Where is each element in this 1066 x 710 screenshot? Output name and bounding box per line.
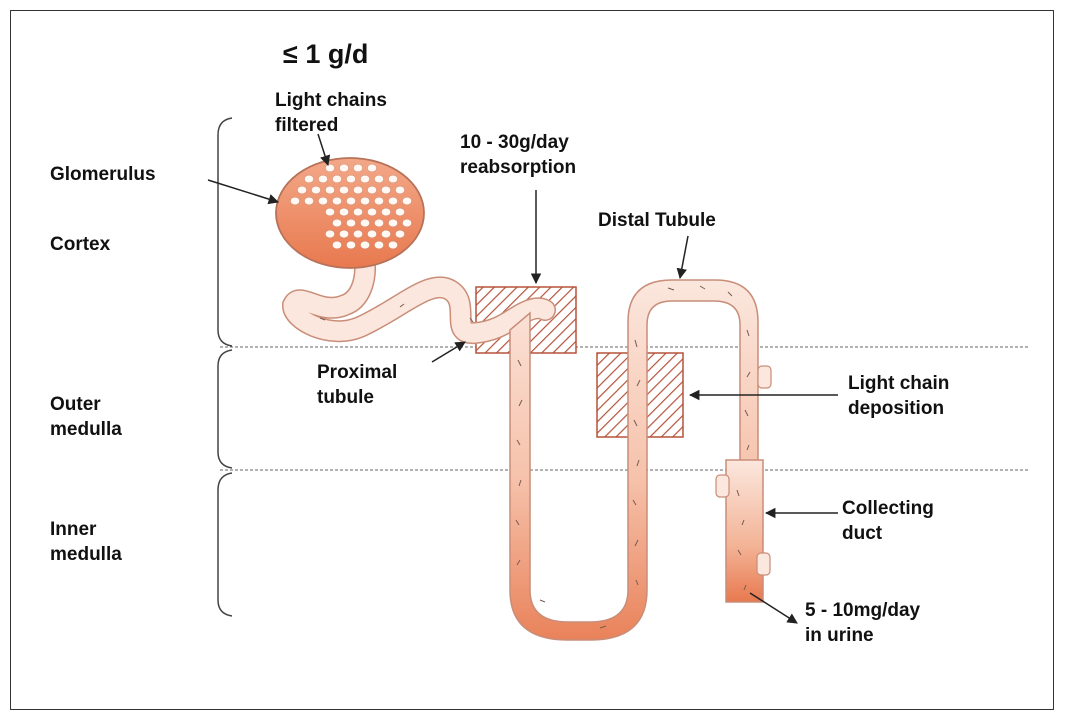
light-chains-filtered-label: Light chains filtered (275, 88, 387, 138)
glomerulus-pore (325, 230, 334, 238)
collecting-duct (726, 460, 763, 602)
glomerulus-pore (332, 197, 341, 205)
glomerulus-pore (367, 208, 376, 216)
collecting-duct-label: Collecting duct (842, 496, 934, 546)
glomerulus-pore (360, 219, 369, 227)
glomerulus-pore (318, 175, 327, 183)
urine-excretion-label: 5 - 10mg/day in urine (805, 598, 920, 648)
filtration-rate-label: ≤ 1 g/d (283, 42, 368, 67)
glomerulus-pore (339, 164, 348, 172)
glomerulus-pore (304, 197, 313, 205)
glomerulus-pore (353, 230, 362, 238)
glomerulus-pore (353, 164, 362, 172)
glomerulus-pore (381, 186, 390, 194)
glomerulus-pore (325, 186, 334, 194)
glomerulus-pore (388, 175, 397, 183)
glomerulus-pore (360, 241, 369, 249)
glomerulus-pore (402, 219, 411, 227)
glomerulus-pore (311, 186, 320, 194)
glomerulus-pore (395, 186, 404, 194)
glomerulus-pore (325, 208, 334, 216)
glomerulus-pore (290, 197, 299, 205)
arrow-urine (750, 593, 797, 623)
arrow-filtered (318, 134, 328, 165)
glomerulus-pore (367, 230, 376, 238)
glomerulus-pore (346, 219, 355, 227)
glomerulus-pore (374, 197, 383, 205)
cortex-bracket (218, 118, 232, 346)
outer-medulla-bracket (218, 350, 232, 468)
glomerulus-pore (339, 208, 348, 216)
glomerulus-pore (332, 241, 341, 249)
glomerulus-pore (374, 219, 383, 227)
glomerulus-pore (353, 208, 362, 216)
duct-tab (716, 475, 729, 497)
inner-medulla-label: Inner medulla (50, 517, 122, 567)
glomerulus-pore (381, 230, 390, 238)
glomerulus-pore (339, 230, 348, 238)
glomerulus-pore (381, 208, 390, 216)
glomerulus-pore (346, 175, 355, 183)
glomerulus-pore (318, 197, 327, 205)
outer-medulla-label: Outer medulla (50, 392, 122, 442)
duct-tab (758, 366, 771, 388)
glomerulus-pore (304, 175, 313, 183)
glomerulus-pore (346, 197, 355, 205)
glomerulus-pore (388, 219, 397, 227)
glomerulus-pore (367, 186, 376, 194)
glomerulus-pore (325, 164, 334, 172)
glomerulus-pore (395, 230, 404, 238)
inner-medulla-bracket (218, 473, 232, 616)
arrow-distal (680, 236, 688, 278)
glomerulus-pore (388, 241, 397, 249)
glomerulus-pore (339, 186, 348, 194)
glomerulus-pore (353, 186, 362, 194)
glomerulus-pore (374, 241, 383, 249)
glomerulus-pore (360, 197, 369, 205)
glomerulus-pore (346, 241, 355, 249)
glomerulus-pore (388, 197, 397, 205)
distal-tubule-label: Distal Tubule (598, 208, 716, 233)
glomerulus-pore (402, 197, 411, 205)
duct-tab (757, 553, 770, 575)
light-chain-deposition-label: Light chain deposition (848, 371, 949, 421)
reabsorption-label: 10 - 30g/day reabsorption (460, 130, 576, 180)
arrow-proximal (432, 342, 465, 362)
glomerulus-pore (332, 219, 341, 227)
glomerulus-label: Glomerulus (50, 162, 156, 187)
glomerulus-pore (297, 186, 306, 194)
glomerulus-pore (367, 164, 376, 172)
glomerulus-pore (374, 175, 383, 183)
cortex-label: Cortex (50, 232, 110, 257)
glomerulus-pore (360, 175, 369, 183)
glomerulus-pore (332, 175, 341, 183)
proximal-tubule-label: Proximal tubule (317, 360, 397, 410)
glomerulus-pore (395, 208, 404, 216)
nephron-diagram (0, 0, 1066, 693)
